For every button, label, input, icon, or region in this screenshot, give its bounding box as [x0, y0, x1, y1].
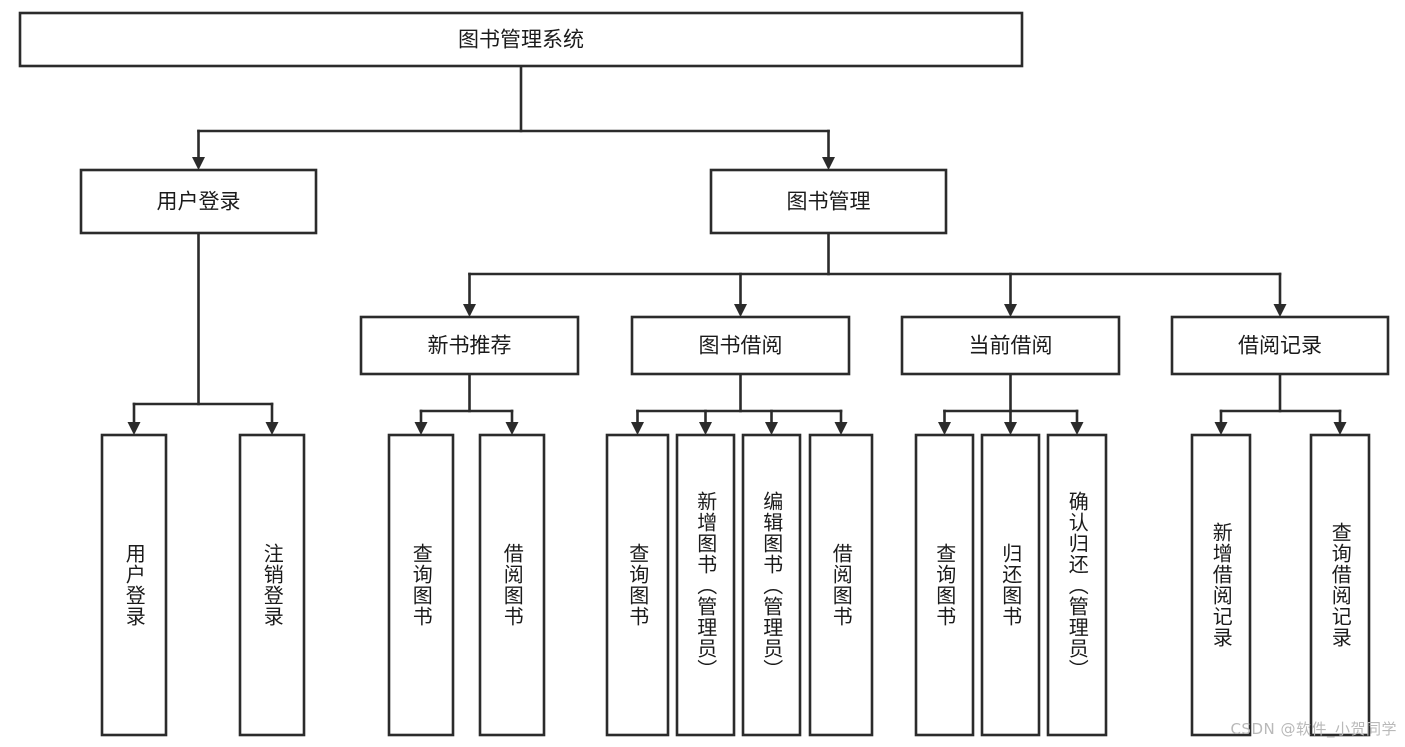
node-box-leaf-query-record[interactable] [1309, 433, 1371, 737]
node-box-leaf-query-book-2[interactable] [605, 433, 670, 737]
node-label-current: 当前借阅 [969, 334, 1053, 358]
connectors-layer [127, 64, 1347, 435]
node-box-leaf-logout[interactable] [238, 433, 306, 737]
arrow-head-icon [765, 422, 778, 435]
arrow-head-icon [192, 157, 205, 170]
arrow-head-icon [1214, 422, 1228, 435]
arrow-head-icon [822, 157, 835, 170]
arrow-head-icon [938, 422, 951, 435]
arrow-head-icon [734, 304, 747, 317]
arrow-head-icon [127, 422, 141, 435]
arrow-head-icon [1070, 422, 1084, 435]
node-box-login[interactable] [79, 168, 318, 235]
arrow-head-icon [631, 422, 644, 435]
boxes-layer [18, 11, 1390, 737]
node-box-leaf-edit-book[interactable] [741, 433, 802, 737]
node-box-root[interactable] [18, 11, 1024, 68]
node-box-borrow[interactable] [630, 315, 851, 376]
arrow-head-icon [505, 422, 519, 435]
node-label-login: 用户登录 [157, 190, 241, 214]
arrow-head-icon [414, 422, 428, 435]
arrow-head-icon [265, 422, 279, 435]
node-box-leaf-borrow-book-1[interactable] [478, 433, 546, 737]
arrow-head-icon [834, 422, 848, 435]
node-label-records: 借阅记录 [1238, 334, 1322, 358]
node-box-newbook[interactable] [359, 315, 580, 376]
csdn-watermark: CSDN @软件_小贺同学 [1230, 720, 1397, 738]
arrow-head-icon [1333, 422, 1347, 435]
node-box-leaf-return-book[interactable] [980, 433, 1041, 737]
node-box-leaf-user-login[interactable] [100, 433, 168, 737]
node-box-leaf-query-book-3[interactable] [914, 433, 975, 737]
node-box-leaf-confirm-return[interactable] [1046, 433, 1108, 737]
node-label-bookmgmt: 图书管理 [787, 190, 871, 214]
node-box-leaf-add-book[interactable] [675, 433, 736, 737]
arrow-head-icon [1004, 422, 1017, 435]
node-label-borrow: 图书借阅 [699, 334, 783, 358]
arrow-head-icon [1004, 304, 1017, 317]
node-label-newbook: 新书推荐 [428, 334, 512, 358]
node-box-leaf-borrow-book-2[interactable] [808, 433, 874, 737]
node-box-bookmgmt[interactable] [709, 168, 948, 235]
arrow-head-icon [463, 304, 476, 317]
arrow-head-icon [699, 422, 712, 435]
node-box-current[interactable] [900, 315, 1121, 376]
node-box-leaf-add-record[interactable] [1190, 433, 1252, 737]
node-box-leaf-query-book-1[interactable] [387, 433, 455, 737]
arrow-head-icon [1273, 304, 1287, 317]
node-box-records[interactable] [1170, 315, 1390, 376]
node-label-root: 图书管理系统 [458, 28, 584, 52]
